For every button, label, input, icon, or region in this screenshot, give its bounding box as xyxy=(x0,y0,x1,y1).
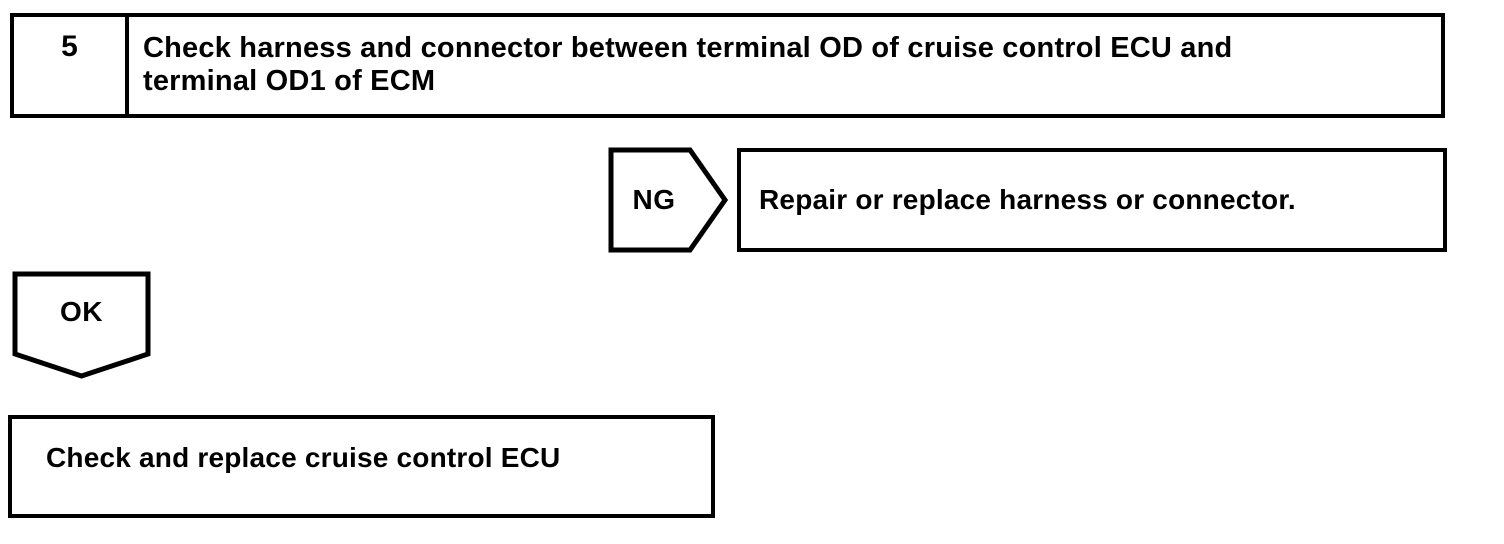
ng-label: NG xyxy=(632,184,676,215)
step-instruction-line1: Check harness and connector between term… xyxy=(143,32,1233,64)
ng-connector-shape xyxy=(608,147,729,253)
ok-action-box: Check and replace cruise control ECU xyxy=(8,415,715,518)
step-instruction-line2: terminal OD1 of ECM xyxy=(143,65,436,97)
ng-action-box: Repair or replace harness or connector. xyxy=(737,148,1447,252)
ng-action-text: Repair or replace harness or connector. xyxy=(759,184,1296,215)
ok-label: OK xyxy=(60,296,103,327)
ok-action-text: Check and replace cruise control ECU xyxy=(46,442,561,473)
step-number: 5 xyxy=(61,30,78,63)
ng-pentagon-outline xyxy=(608,147,729,253)
step-header-box: 5 Check harness and connector between te… xyxy=(10,13,1445,118)
step-number-cell: 5 xyxy=(14,17,129,114)
step-instruction: Check harness and connector between term… xyxy=(129,17,1441,114)
ok-connector-shape xyxy=(12,271,151,379)
ok-pentagon-outline xyxy=(12,271,151,379)
